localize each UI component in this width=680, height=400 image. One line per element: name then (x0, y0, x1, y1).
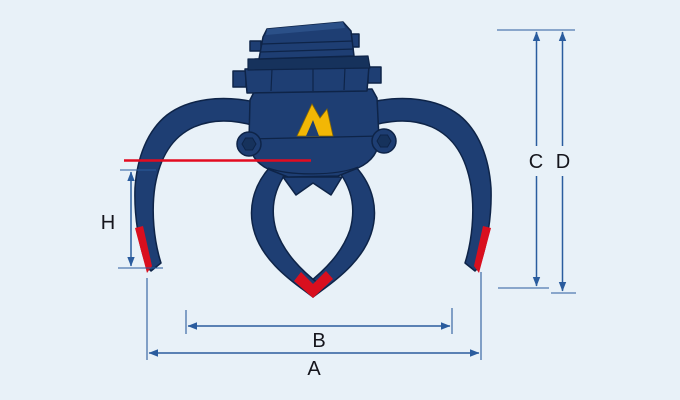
body-bottom-seam (267, 166, 359, 175)
claws-left (134, 97, 321, 298)
dimension-label-c: C (529, 151, 543, 173)
body-seam-line (249, 135, 381, 140)
chin-bracket (282, 176, 343, 196)
dimension-label-b: B (312, 330, 325, 352)
brand-logo (296, 103, 334, 137)
dimension-c: C (497, 29, 575, 289)
pivot-boss-left (236, 131, 262, 157)
inner-claw-left (250, 166, 321, 298)
dimension-label-d: D (556, 151, 570, 173)
dimension-annotations: H C D B A (101, 29, 576, 380)
dimension-d: D (551, 31, 576, 294)
inner-claw-right (305, 166, 376, 298)
top-motor-unit (249, 21, 360, 60)
dimension-b: B (185, 308, 453, 352)
pivot-boss-right (371, 128, 397, 154)
outer-claw-right (366, 97, 492, 272)
rotator-band (232, 65, 382, 94)
dimension-label-h: H (101, 212, 115, 234)
claw-tip-red-left (135, 226, 152, 273)
dimension-h: H (101, 169, 163, 269)
claw-tip-red-bottom (294, 271, 333, 298)
dimension-label-a: A (307, 358, 321, 380)
grab-machine (134, 21, 492, 298)
dimension-a: A (146, 272, 482, 380)
outer-claw-left (134, 97, 260, 272)
claw-tip-red-right (474, 226, 491, 273)
